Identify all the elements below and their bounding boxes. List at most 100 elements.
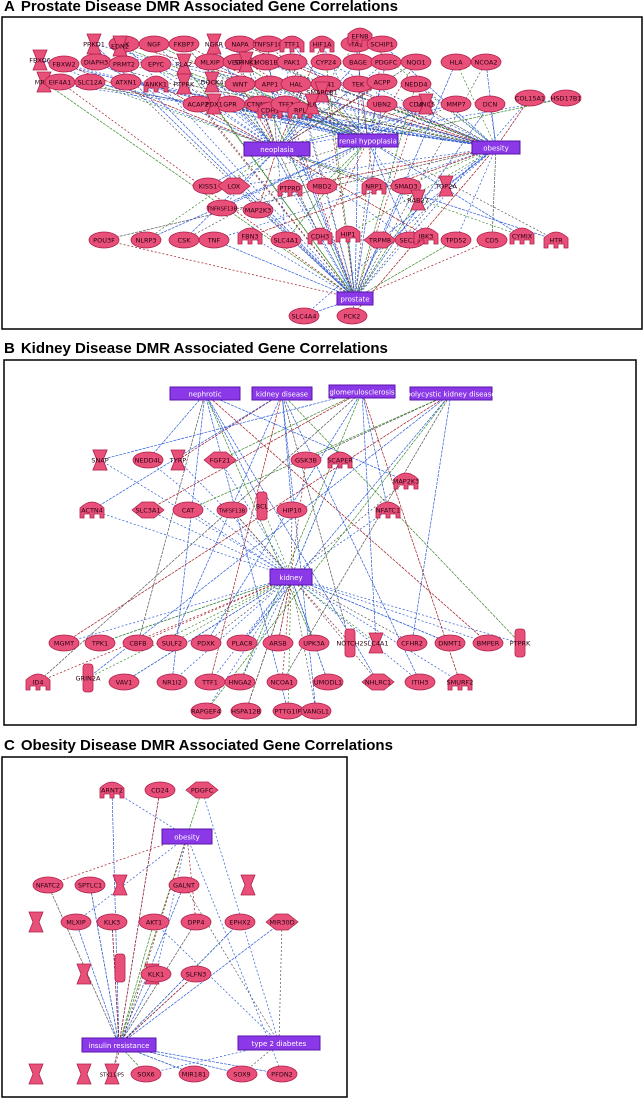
gene-node: PAK1 [276,53,308,71]
edge [276,148,411,241]
edge [204,393,263,507]
gene-label: UPK3A [303,640,325,648]
gene-node: CAT [172,501,204,519]
gene-label: CTNNB1 [247,101,274,109]
panel-b-title-text: Kidney Disease DMR Associated Gene Corre… [20,340,388,357]
gene-label: TTF1 [283,41,300,49]
gene-node: KLK3 [96,913,128,931]
gene-ellipse [262,634,294,652]
edge [290,459,307,578]
gene-label: ID4 [32,679,43,687]
gene-ellipse [366,73,398,91]
gene-label: PDXK [197,640,215,648]
gene-label: RPL [294,107,306,115]
gene-house [277,179,303,197]
gene-ellipse [288,307,320,325]
gene-node: CD24 [144,781,176,799]
gene-node: MRS2 [35,71,53,93]
gene-label: APP1 [262,81,278,89]
edge [147,393,206,461]
edge [379,147,497,241]
edge [269,83,356,299]
edge [213,103,497,148]
hub-node: neoplasia [243,141,311,157]
gene-label: ACPP [374,79,391,87]
gene-node: UNC5 [417,93,435,115]
gene-hexagon [203,451,237,469]
gene-node: EDN2 [111,35,129,57]
gene-node: ITIH3 [404,673,436,691]
edge [361,391,389,511]
gene-label: SLC12A [77,79,103,87]
gene-bowtie [240,874,256,896]
gene-bowtie [104,1063,120,1085]
gene-node: SCHIP1 [366,35,398,53]
gene-house [143,75,169,93]
gene-bowtie [36,71,52,93]
edge [205,576,292,712]
edge [290,576,413,644]
gene-node: SULF2 [156,634,188,652]
hub-node: insulin resistance [81,1037,157,1053]
edge [276,61,417,150]
edge [290,509,293,578]
edge [118,973,197,1046]
gene-node: UPK3A [298,634,330,652]
hub-node: glomerulosclerosis [328,384,396,399]
edge [367,140,411,241]
gene-bowtie [204,71,220,93]
gene-label: HIP1 [341,231,356,239]
gene-label: MBD2 [312,183,331,191]
gene-node: COL15A1 [514,89,546,107]
gene-node: SLC12A [74,73,106,91]
gene-label: TRPM8 [368,237,391,245]
gene-bowtie [314,81,330,103]
gene-node: NEDD4 [400,75,432,93]
edge [354,97,531,299]
edge [367,140,557,241]
edge [183,148,278,241]
gene-node: CD5 [476,231,508,249]
gene-node: GALNT [168,876,200,894]
edge [204,393,289,712]
gene-node: FBN3 [237,227,263,245]
gene-hexagon [185,781,219,799]
gene-label: CD24 [151,787,169,795]
gene-label: SNAP [91,457,108,465]
gene-ellipse [122,634,154,652]
edge [311,103,369,141]
gene-house [279,35,305,53]
gene-ellipse [140,965,172,983]
edge [219,459,292,578]
gene-house [447,673,473,691]
edge [111,789,120,1046]
gene-label: TOP2A [434,183,457,191]
edge [59,81,356,299]
gene-ellipse [434,634,466,652]
gene-label: HLA [449,59,463,67]
gene-label: NQO1 [406,59,425,67]
gene-label: SPTLC1 [78,882,102,890]
gene-node: SLC4A4 [288,307,320,325]
gene-label: MRS2 [35,79,53,87]
edge [455,147,497,241]
gene-node: PCK2 [336,307,368,325]
gene-label: AKT1 [146,919,162,927]
gene-node: CYMIX [509,227,535,245]
gene-label: TTF1 [201,679,218,687]
gene-label: EDN2 [111,43,129,51]
gene-node: HTR [543,231,569,249]
gene-tower [114,953,126,983]
gene-house [309,35,335,53]
edge [211,81,278,150]
edge [325,83,497,148]
edge [281,576,292,683]
gene-node: EIF4A1 [44,73,76,91]
edge [155,836,188,975]
panel-c-letter: C [4,737,15,754]
gene-label: BCL [256,503,269,511]
gene-node: SMURF2 [447,673,473,691]
edge [147,459,292,578]
gene-node: FBXO6 [29,49,51,71]
gene-house [25,673,51,691]
